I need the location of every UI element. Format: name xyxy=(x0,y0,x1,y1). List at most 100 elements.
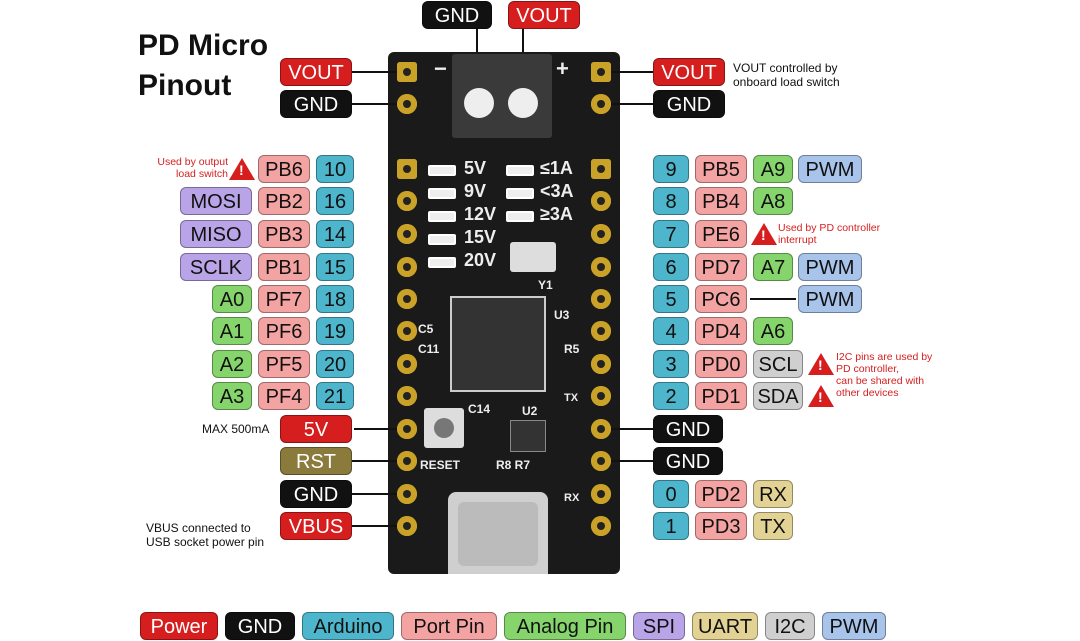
connector-line xyxy=(354,428,397,430)
connector-line xyxy=(352,493,397,495)
pad-right xyxy=(591,386,611,406)
pin-tx: TX xyxy=(753,512,793,540)
pad-left xyxy=(397,257,417,277)
pcb-board: − + 5V 9V 12V 15V 20V ≤1A <3A ≥3A Y1 U3 … xyxy=(388,52,620,574)
warning-icon: ! xyxy=(808,353,834,375)
pad-left xyxy=(397,159,417,179)
silk-r8r7: R8 R7 xyxy=(496,458,531,472)
pad-right xyxy=(591,62,611,82)
silk-c14: C14 xyxy=(468,402,491,416)
pin-a1: A1 xyxy=(212,317,252,345)
pin-mosi: MOSI xyxy=(180,187,252,215)
reset-button[interactable] xyxy=(424,408,464,448)
pin-pd3: PD3 xyxy=(695,512,747,540)
top-gnd-line xyxy=(476,29,478,53)
pin-pf4: PF4 xyxy=(258,382,310,410)
right-gnd-label: GND xyxy=(653,90,725,118)
note-i2c: I2C pins are used by PD controller, can … xyxy=(836,351,933,399)
pad-right xyxy=(591,451,611,471)
pin-a0: A0 xyxy=(212,285,252,313)
legend-spi: SPI xyxy=(633,612,685,640)
led-20v xyxy=(428,257,456,268)
screw-terminal xyxy=(452,54,552,138)
led-1a xyxy=(506,165,534,176)
pin-19: 19 xyxy=(316,317,354,345)
pad-left xyxy=(397,451,417,471)
pin-scl: SCL xyxy=(753,350,803,378)
top-vout-label: VOUT xyxy=(508,1,580,29)
led-5v xyxy=(428,165,456,176)
right-vout-label: VOUT xyxy=(653,58,725,86)
legend-gnd: GND xyxy=(225,612,295,640)
pad-right xyxy=(591,516,611,536)
pin-pwm6: PWM xyxy=(798,253,862,281)
pad-left xyxy=(397,289,417,309)
silk-y1: Y1 xyxy=(538,278,553,292)
pad-right xyxy=(591,159,611,179)
pin-rst: RST xyxy=(280,447,352,475)
pad-left xyxy=(397,224,417,244)
connector-line xyxy=(352,460,397,462)
pin-1: 1 xyxy=(653,512,689,540)
pin-5v: 5V xyxy=(280,415,352,443)
pin-9: 9 xyxy=(653,155,689,183)
pin-7: 7 xyxy=(653,220,689,248)
legend-pwm: PWM xyxy=(822,612,886,640)
silk-r5: R5 xyxy=(564,342,580,356)
pin-16: 16 xyxy=(316,187,354,215)
led-3a-plus xyxy=(506,211,534,222)
silk-3a-plus: ≥3A xyxy=(540,204,573,224)
note-vbus: VBUS connected to USB socket power pin xyxy=(146,521,265,549)
pin-pb3: PB3 xyxy=(258,220,310,248)
legend-arduino: Arduino xyxy=(302,612,394,640)
silk-9v: 9V xyxy=(464,181,487,201)
warning-icon: ! xyxy=(751,223,777,245)
pin-sclk: SCLK xyxy=(180,253,252,281)
screw-icon xyxy=(508,88,538,118)
pin-pf6: PF6 xyxy=(258,317,310,345)
note-max: MAX 500mA xyxy=(202,422,270,436)
silk-u3: U3 xyxy=(554,308,570,322)
pin-pb6: PB6 xyxy=(258,155,310,183)
pin-3: 3 xyxy=(653,350,689,378)
pin-pwm9: PWM xyxy=(798,155,862,183)
pad-left xyxy=(397,321,417,341)
connector-line xyxy=(352,71,397,73)
pin-a9: A9 xyxy=(753,155,793,183)
pin-14: 14 xyxy=(316,220,354,248)
note-pe6: Used by PD controller interrupt xyxy=(778,222,881,246)
legend-analog-pin: Analog Pin xyxy=(504,612,626,640)
pin-10: 10 xyxy=(316,155,354,183)
led-12v xyxy=(428,211,456,222)
note-vout: VOUT controlled by onboard load switch xyxy=(733,61,840,89)
pad-right xyxy=(591,321,611,341)
connector-line xyxy=(352,525,397,527)
warning-icon: ! xyxy=(808,385,834,407)
pin-vbus: VBUS xyxy=(280,512,352,540)
terminal-minus: − xyxy=(434,56,447,81)
pin-pd4: PD4 xyxy=(695,317,747,345)
silk-3a: <3A xyxy=(540,181,574,201)
left-gnd2-label: GND xyxy=(280,480,352,508)
connector-line xyxy=(352,103,397,105)
silk-c11: C11 xyxy=(418,342,440,356)
silk-tx: TX xyxy=(564,392,579,404)
pin-20: 20 xyxy=(316,350,354,378)
pin-a2: A2 xyxy=(212,350,252,378)
pin-pb5: PB5 xyxy=(695,155,747,183)
pin-pd2: PD2 xyxy=(695,480,747,508)
connector-line xyxy=(611,428,653,430)
pin-pb1: PB1 xyxy=(258,253,310,281)
silk-15v: 15V xyxy=(464,227,497,247)
led-3a xyxy=(506,188,534,199)
connector-line xyxy=(611,71,653,73)
left-vout-label: VOUT xyxy=(280,58,352,86)
pad-right xyxy=(591,354,611,374)
pin-sda: SDA xyxy=(753,382,803,410)
pin-8: 8 xyxy=(653,187,689,215)
connector-line xyxy=(611,103,653,105)
pin-miso: MISO xyxy=(180,220,252,248)
pin-pd7: PD7 xyxy=(695,253,747,281)
mcu-chip xyxy=(450,296,546,392)
